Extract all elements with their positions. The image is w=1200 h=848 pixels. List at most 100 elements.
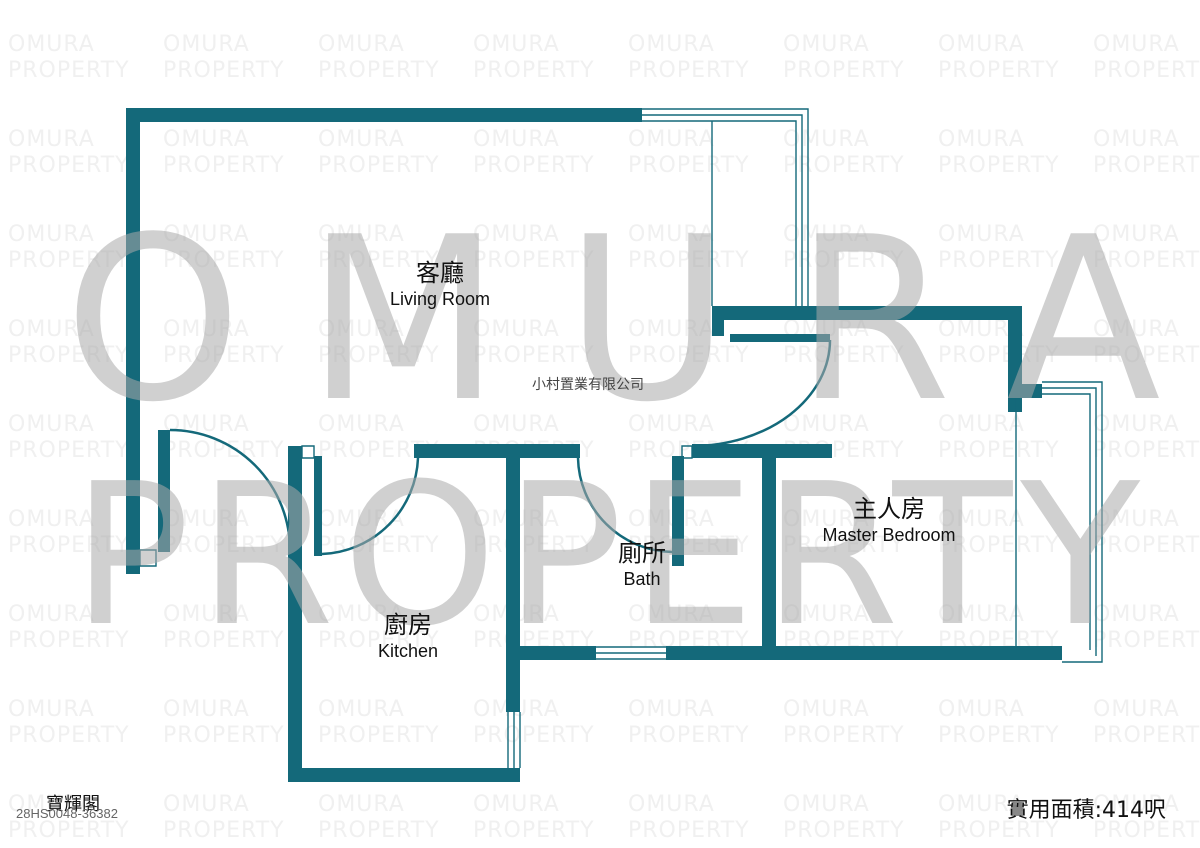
watermark-tile-line-1: OMURA [318, 507, 405, 532]
wall-bath-bedroom [762, 444, 776, 660]
watermark-tile-line-1: OMURA [318, 222, 405, 247]
wall-bath-bottom [506, 646, 596, 660]
watermark-tile-line-2: PROPERTY [473, 248, 595, 273]
watermark-tile-line-2: PROPERTY [8, 438, 130, 463]
watermark-tile-line-1: OMURA [938, 507, 1025, 532]
watermark-tile-line-2: PROPERTY [1093, 818, 1200, 843]
door-bedroom [691, 339, 832, 448]
watermark-tile-line-1: OMURA [783, 507, 870, 532]
watermark-tile-line-1: OMURA [8, 697, 95, 722]
room-cn-living: 客廳 [415, 259, 464, 287]
watermark-tile-line-2: PROPERTY [8, 343, 130, 368]
watermark-tile-line-1: OMURA [1093, 127, 1180, 152]
wall-top [126, 108, 642, 122]
watermark-tile-line-1: OMURA [473, 222, 560, 247]
watermark-tile-line-1: OMURA [473, 32, 560, 57]
watermark-tile-line-1: OMURA [8, 412, 95, 437]
watermark-tile-line-1: OMURA [8, 602, 95, 627]
watermark-tile-line-2: PROPERTY [938, 438, 1060, 463]
watermark-tile-line-1: OMURA [1093, 32, 1180, 57]
watermark-tile-line-2: PROPERTY [938, 58, 1060, 83]
watermark-tile-line-2: PROPERTY [783, 153, 905, 178]
watermark-tile-line-2: PROPERTY [783, 818, 905, 843]
watermark-tile-line-2: PROPERTY [1093, 628, 1200, 653]
saleable-area: 實用面積:414呎 [1006, 798, 1166, 823]
watermark-tile-line-1: OMURA [1093, 412, 1180, 437]
room-label-kitchen: 廚房 Kitchen [378, 610, 438, 662]
watermark-tile-line-2: PROPERTY [163, 628, 285, 653]
wall-living-bedroom-top [712, 306, 1022, 320]
watermark-tile-line-2: PROPERTY [783, 343, 905, 368]
watermark-line-2: PROPERTY [72, 442, 1149, 670]
watermark-tile-line-1: OMURA [628, 127, 715, 152]
door-kitchen [321, 457, 420, 556]
watermark-tile-line-1: OMURA [318, 792, 405, 817]
watermark-tile-line-2: PROPERTY [473, 153, 595, 178]
room-cn-kitchen: 廚房 [383, 611, 432, 639]
watermark-tile-line-2: PROPERTY [628, 248, 750, 273]
watermark-tile-line-1: OMURA [783, 697, 870, 722]
watermark-tile-line-2: PROPERTY [938, 248, 1060, 273]
watermark-tile-line-1: OMURA [938, 127, 1025, 152]
watermark-tile-line-1: OMURA [1093, 222, 1180, 247]
watermark-tile-line-2: PROPERTY [938, 343, 1060, 368]
watermark-tile-line-2: PROPERTY [163, 153, 285, 178]
watermark-tile-line-1: OMURA [628, 222, 715, 247]
watermark-tile-line-2: PROPERTY [1093, 533, 1200, 558]
watermark-tile-line-1: OMURA [163, 507, 250, 532]
room-en-living: Living Room [389, 289, 491, 309]
watermark-tile-line-1: OMURA [783, 602, 870, 627]
watermark-tile-line-2: PROPERTY [8, 628, 130, 653]
watermark-tile-line-1: OMURA [8, 32, 95, 57]
watermark-tile-line-1: OMURA [163, 127, 250, 152]
door-stub-bath [681, 445, 693, 459]
watermark-tile-line-2: PROPERTY [163, 533, 285, 558]
watermark-tile-line-1: OMURA [163, 32, 250, 57]
watermark-tile-line-2: PROPERTY [163, 818, 285, 843]
watermark-tile-line-2: PROPERTY [783, 58, 905, 83]
watermark-tile-line-2: PROPERTY [318, 628, 440, 653]
watermark-tile-line-1: OMURA [628, 507, 715, 532]
watermark-tile-line-1: OMURA [628, 697, 715, 722]
watermark-tile-line-1: OMURA [8, 507, 95, 532]
watermark-tile-line-2: PROPERTY [628, 818, 750, 843]
watermark-tile-line-1: OMURA [163, 412, 250, 437]
watermark-tile-line-1: OMURA [783, 792, 870, 817]
watermark-tile-line-2: PROPERTY [473, 723, 595, 748]
watermark-tile-line-2: PROPERTY [473, 343, 595, 368]
watermark-tile-line-2: PROPERTY [628, 723, 750, 748]
watermark-tile-line-1: OMURA [318, 32, 405, 57]
watermark-tile-line-2: PROPERTY [318, 343, 440, 368]
watermark-tile-line-2: PROPERTY [628, 153, 750, 178]
wall-kitchen-bath [506, 444, 520, 712]
watermark-tile-line-2: PROPERTY [163, 343, 285, 368]
watermark-tile-line-1: OMURA [473, 127, 560, 152]
watermark-line-1: OMURA [64, 189, 1200, 452]
company-name: 小村置業有限公司 [532, 377, 644, 393]
watermark-tile-line-1: OMURA [938, 697, 1025, 722]
watermark-tile-line-1: OMURA [163, 602, 250, 627]
watermark-tile-line-1: OMURA [473, 412, 560, 437]
